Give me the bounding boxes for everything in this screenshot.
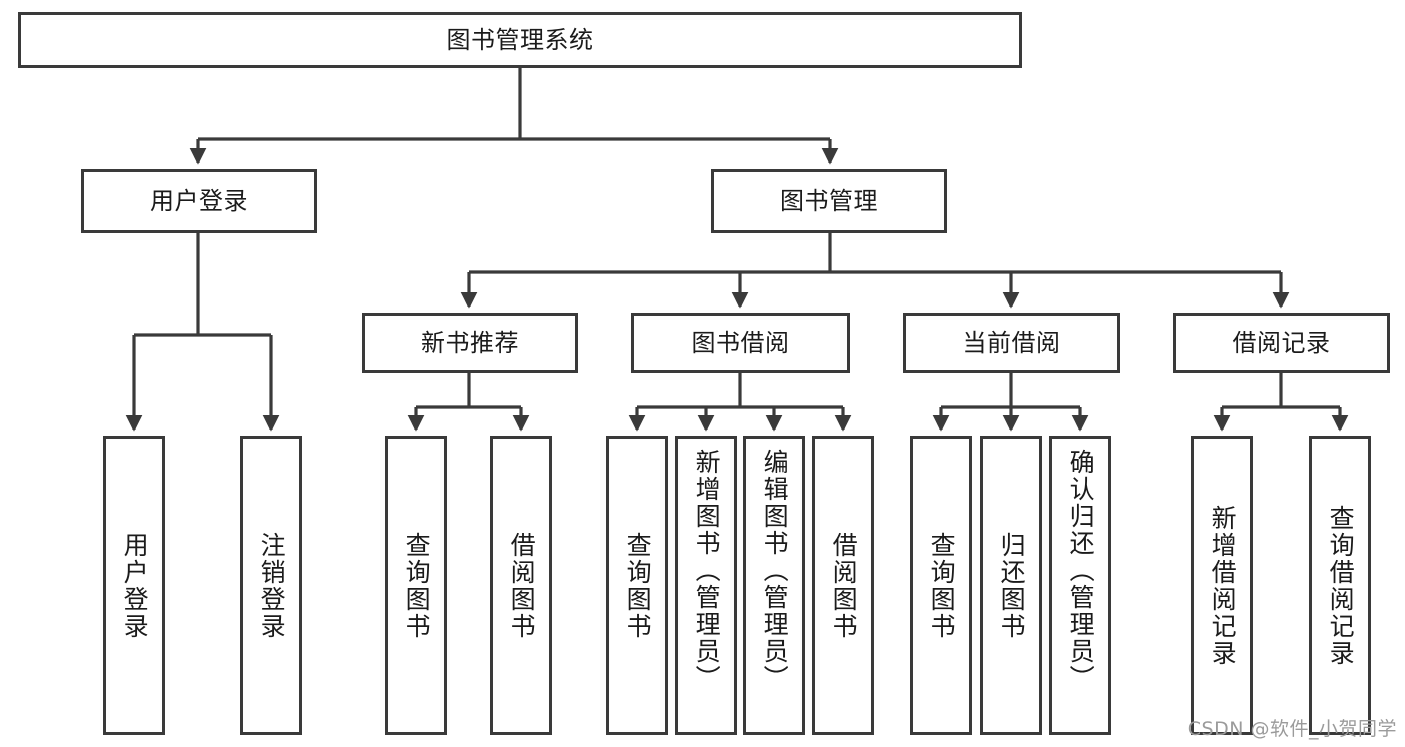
node-current-borrow[interactable]: 当前借阅 <box>903 313 1120 373</box>
node-leaf-logout-login-label: 注销登录 <box>257 531 287 640</box>
node-leaf-borrow-book-2[interactable]: 借阅图书 <box>812 436 874 735</box>
node-leaf-return-book[interactable]: 归还图书 <box>980 436 1042 735</box>
node-leaf-query-record-label: 查询借阅记录 <box>1326 504 1356 667</box>
node-leaf-query-book-2-label: 查询图书 <box>623 531 653 640</box>
csdn-watermark: CSDN @软件_小贺同学 <box>1187 718 1397 740</box>
node-leaf-borrow-book-1-label: 借阅图书 <box>507 531 537 640</box>
node-leaf-user-login[interactable]: 用户登录 <box>103 436 165 735</box>
node-leaf-logout-login[interactable]: 注销登录 <box>240 436 302 735</box>
node-leaf-confirm-return[interactable]: 确认归还（管理员） <box>1049 436 1111 735</box>
node-book-management[interactable]: 图书管理 <box>711 169 947 233</box>
node-book-management-label: 图书管理 <box>780 186 878 215</box>
node-book-borrow-label: 图书借阅 <box>691 328 790 357</box>
node-root[interactable]: 图书管理系统 <box>18 12 1022 68</box>
node-leaf-add-record-label: 新增借阅记录 <box>1208 504 1238 667</box>
node-borrow-record-label: 借阅记录 <box>1232 328 1331 357</box>
node-new-book-recommend[interactable]: 新书推荐 <box>362 313 578 373</box>
node-leaf-query-book-2[interactable]: 查询图书 <box>606 436 668 735</box>
node-leaf-edit-book-label: 编辑图书（管理员） <box>760 449 790 692</box>
node-leaf-borrow-book-2-label: 借阅图书 <box>829 531 859 640</box>
node-leaf-user-login-label: 用户登录 <box>120 531 150 640</box>
node-leaf-query-book-1-label: 查询图书 <box>402 531 432 640</box>
node-borrow-record[interactable]: 借阅记录 <box>1173 313 1390 373</box>
node-leaf-borrow-book-1[interactable]: 借阅图书 <box>490 436 552 735</box>
node-new-book-recommend-label: 新书推荐 <box>421 328 519 357</box>
node-book-borrow[interactable]: 图书借阅 <box>631 313 850 373</box>
node-leaf-add-record[interactable]: 新增借阅记录 <box>1191 436 1253 735</box>
node-root-label: 图书管理系统 <box>446 25 594 54</box>
node-leaf-query-record[interactable]: 查询借阅记录 <box>1309 436 1371 735</box>
node-leaf-return-book-label: 归还图书 <box>997 531 1027 640</box>
node-leaf-add-book-label: 新增图书（管理员） <box>692 449 722 692</box>
node-leaf-edit-book[interactable]: 编辑图书（管理员） <box>743 436 805 735</box>
node-leaf-query-book-1[interactable]: 查询图书 <box>385 436 447 735</box>
node-leaf-add-book[interactable]: 新增图书（管理员） <box>675 436 737 735</box>
node-user-login[interactable]: 用户登录 <box>81 169 317 233</box>
node-user-login-label: 用户登录 <box>150 186 248 215</box>
node-leaf-confirm-return-label: 确认归还（管理员） <box>1066 449 1096 692</box>
node-current-borrow-label: 当前借阅 <box>962 328 1061 357</box>
node-leaf-query-book-3[interactable]: 查询图书 <box>910 436 972 735</box>
node-leaf-query-book-3-label: 查询图书 <box>927 531 957 640</box>
